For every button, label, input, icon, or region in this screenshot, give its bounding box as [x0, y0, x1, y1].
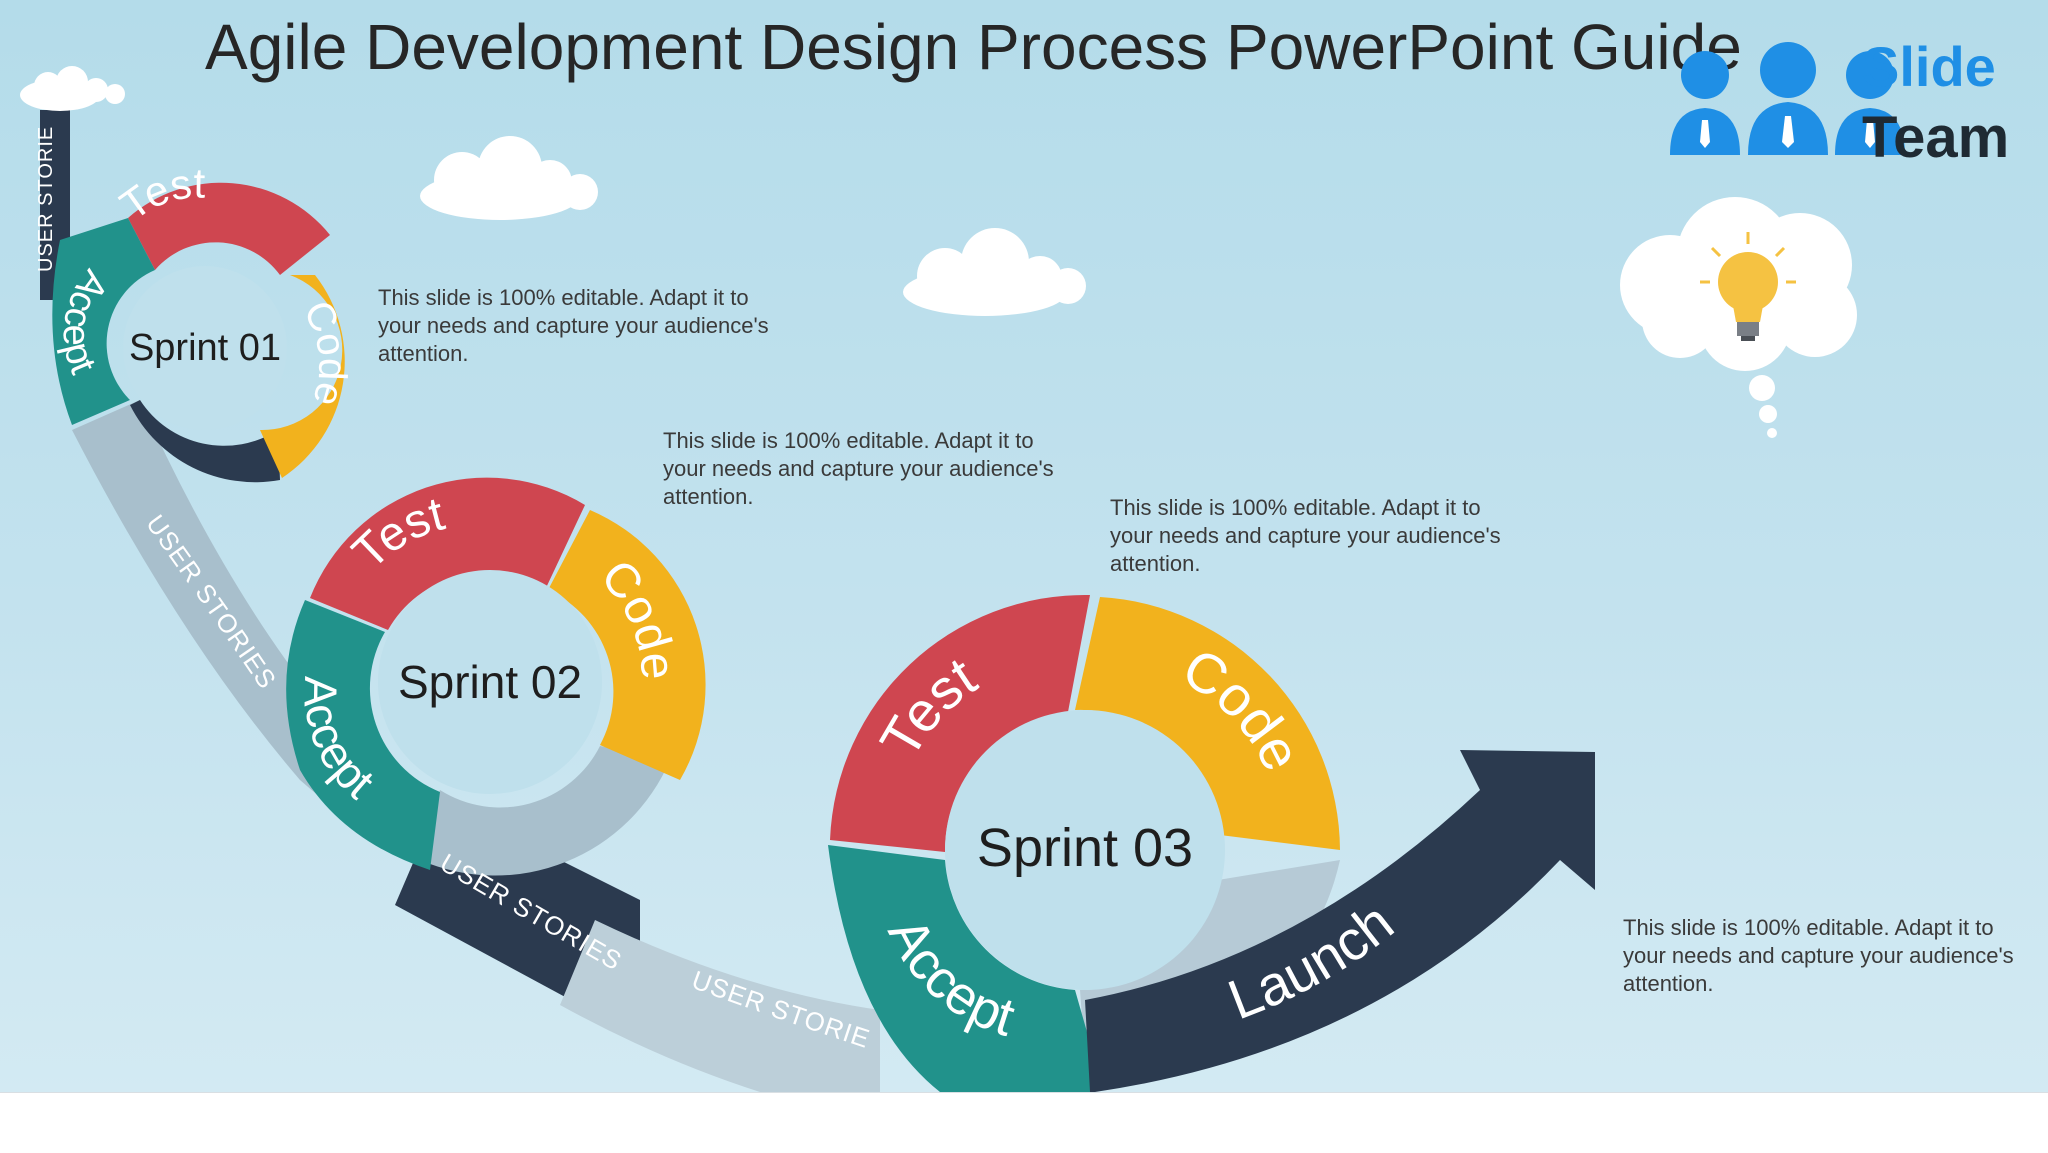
svg-text:USER STORIES: USER STORIES	[140, 509, 282, 694]
sprint-01-code-label: Code	[295, 294, 355, 411]
sprint-01-accept-segment	[52, 218, 155, 425]
sprint-02-test-segment	[310, 477, 585, 630]
svg-text:Code: Code	[295, 294, 355, 411]
note-sprint-01: This slide is 100% editable. Adapt it to…	[378, 285, 769, 366]
note-launch: This slide is 100% editable. Adapt it to…	[1623, 915, 2014, 996]
sprint-01-test-segment	[128, 182, 330, 275]
sprint-01-navy-segment	[130, 400, 280, 483]
sprint-03-test-segment	[830, 594, 1090, 852]
sprint-03-accept-segment	[828, 845, 1095, 1092]
user-stories-label-1: USER STORIES	[0, 0, 56, 272]
cloud-icon	[420, 136, 598, 220]
cloud-icon	[20, 66, 125, 111]
user-stories-path-light-3	[560, 920, 880, 1092]
sprint-01-label: Sprint 01	[129, 327, 281, 369]
bottom-bar	[0, 1092, 2048, 1153]
note-sprint-03: This slide is 100% editable. Adapt it to…	[1110, 495, 1501, 576]
sprint-01-center	[123, 266, 287, 430]
team-people-icon	[1670, 42, 1905, 155]
note-sprint-02: This slide is 100% editable. Adapt it to…	[663, 428, 1054, 509]
sprint-02-code-segment	[548, 510, 706, 780]
agile-process-diagram: Sprint 01 Test Code Accept Sprint 02 Tes…	[0, 0, 1857, 1092]
thought-bubble-icon	[1620, 197, 1857, 438]
sprint-03-label: Sprint 03	[977, 818, 1193, 878]
sprint-02-center	[378, 570, 602, 794]
sprint-02-label: Sprint 02	[398, 656, 582, 708]
sprint-03-code-segment	[1075, 597, 1340, 850]
sprint-02-cycle: Sprint 02 Test Code Accept	[286, 477, 706, 876]
page-title: Agile Development Design Process PowerPo…	[205, 11, 1742, 83]
logo-text-team: Team	[1862, 105, 2010, 170]
logo-text-slide: Slide	[1862, 35, 1996, 98]
lightbulb-icon	[1700, 232, 1796, 341]
svg-text:USER STORIES: USER STORIES	[0, 0, 57, 272]
cloud-icon	[903, 228, 1086, 316]
sprint-03-center	[945, 710, 1225, 990]
sprint-01-code-segment	[260, 275, 345, 478]
user-stories-label-2: USER STORIES	[140, 509, 281, 694]
slide-canvas: Sprint 01 Test Code Accept Sprint 02 Tes…	[0, 0, 2048, 1092]
sprint-02-grey-segment	[420, 746, 670, 876]
launch-arrow	[1085, 750, 1595, 1092]
sprint-02-accept-segment	[286, 600, 440, 870]
